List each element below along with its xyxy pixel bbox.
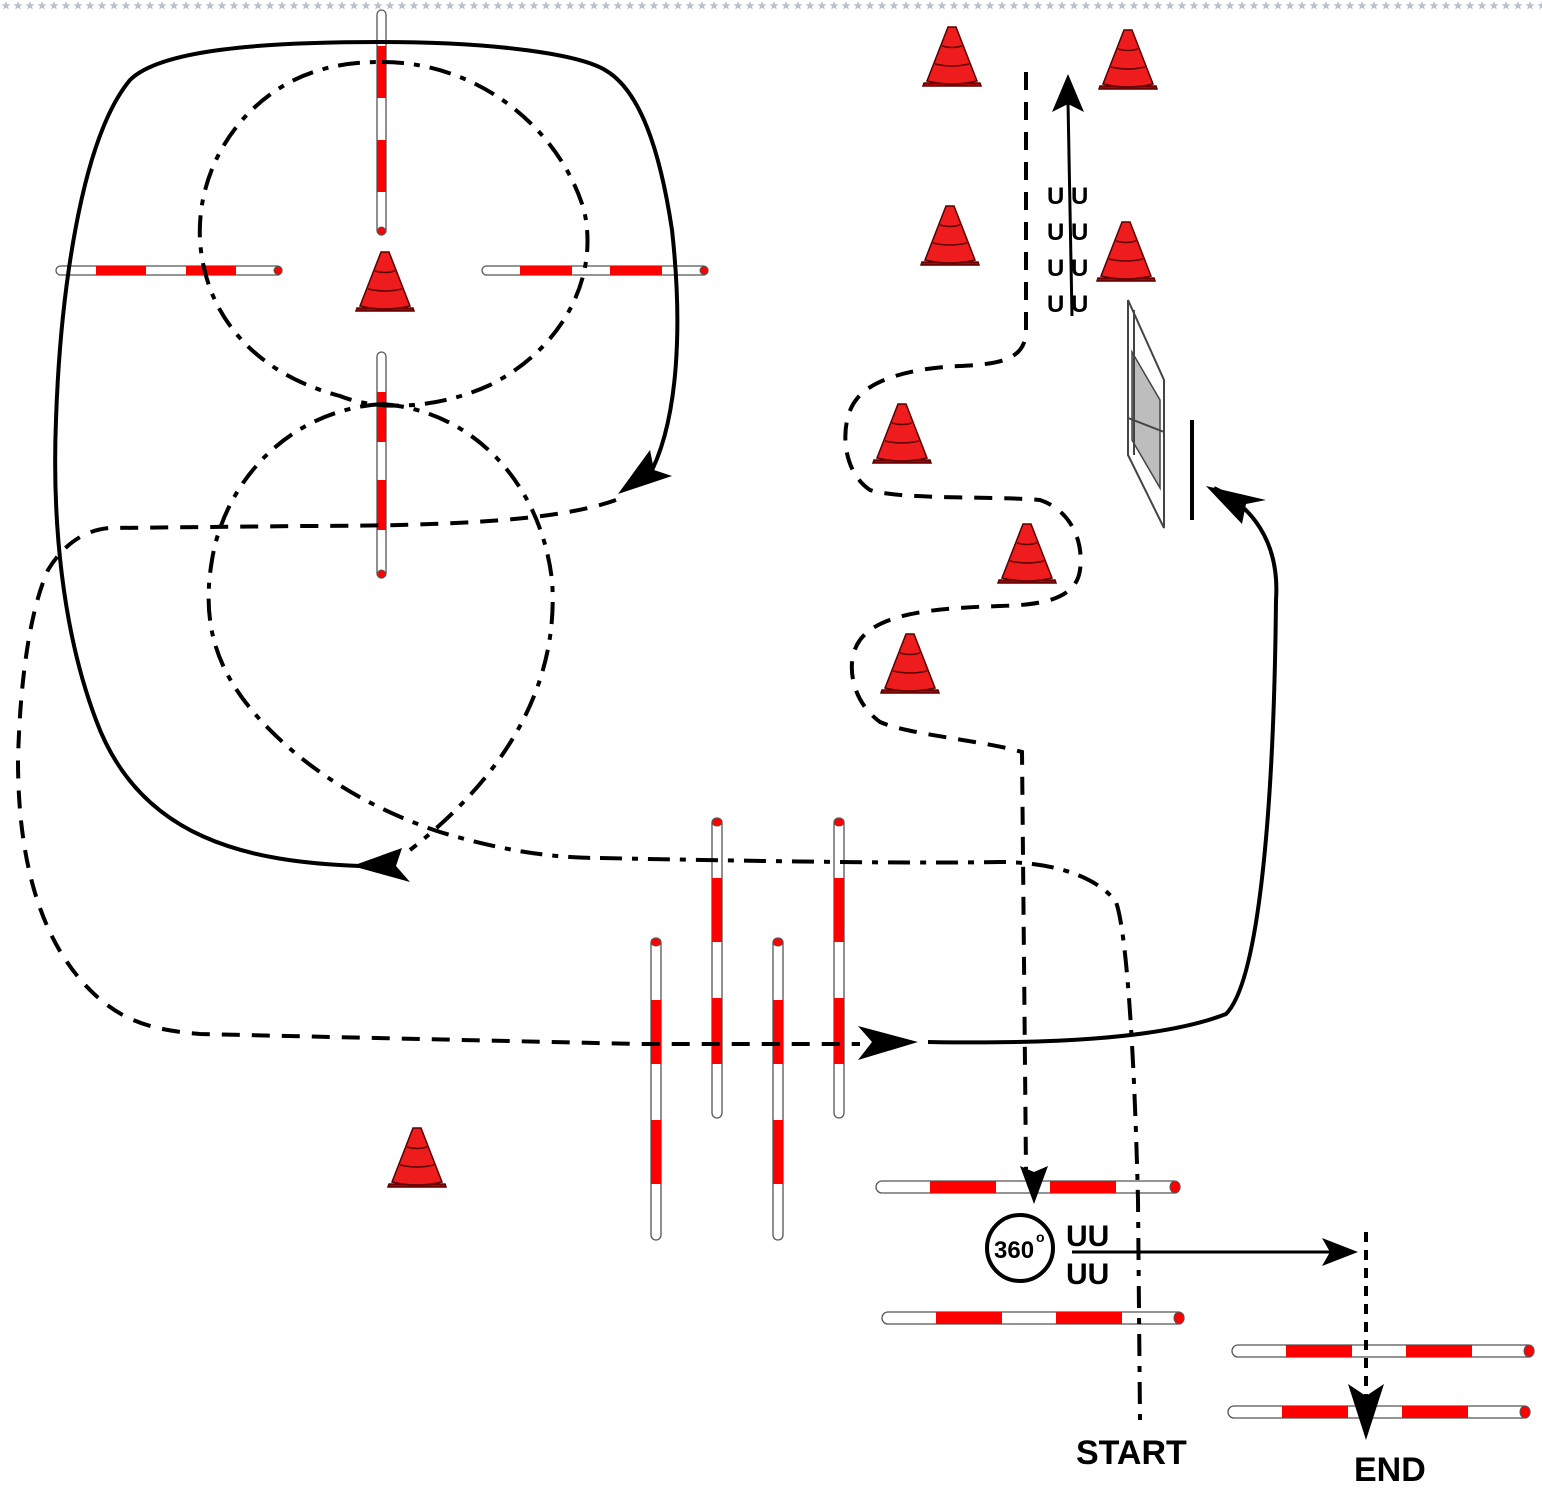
arrow-exit (1322, 1238, 1358, 1266)
pole-slalom-2 (711, 817, 723, 1119)
hoof-pair-bottom: UU (1066, 1258, 1109, 1291)
pole-circle-bottom (881, 1311, 1185, 1325)
hoof-row-3: U U (1047, 255, 1088, 282)
pole-left (55, 265, 283, 276)
cone-bottom-left (387, 1127, 447, 1188)
pole-right (481, 265, 709, 276)
hoof-pair-top: UU (1066, 1220, 1109, 1253)
arrow-outer-top (618, 450, 672, 494)
pole-group (55, 9, 1535, 1419)
cone-serpentine-2 (997, 523, 1057, 584)
rotation-label: 360 (994, 1237, 1034, 1264)
trot-arrow-line (1066, 101, 1074, 317)
crossing-path (15, 498, 860, 1046)
lower-circle-path (206, 402, 601, 860)
upper-circle-path (197, 59, 590, 408)
cone-top-right (1098, 29, 1158, 90)
hoof-row-1: U U (1047, 183, 1088, 210)
border-pattern (0, 0, 1542, 10)
cone-center (355, 251, 415, 312)
cone-mid-left (920, 205, 980, 266)
hoof-row-4: U U (1047, 291, 1088, 318)
start-path (599, 856, 1142, 1421)
degree-symbol: o (1036, 1229, 1045, 1245)
arrow-circle-entry (1020, 1166, 1048, 1204)
cone-serpentine-1 (872, 403, 932, 464)
arrow-slalom (858, 1026, 918, 1060)
arrow-end (1348, 1384, 1384, 1440)
pole-end-bottom (1227, 1405, 1531, 1419)
rotation-360-icon: 360 o (985, 1213, 1055, 1283)
cone-mid-right (1096, 221, 1156, 282)
serpentine-path (843, 72, 1083, 1171)
hoof-row-2: U U (1047, 219, 1088, 246)
cone-top-left (922, 26, 982, 87)
arrow-gate (1206, 486, 1266, 524)
cones (355, 26, 1158, 1188)
start-label: START (1076, 1434, 1187, 1472)
arrow-trot (1052, 74, 1084, 112)
pole-bottom (376, 351, 387, 579)
pole-top (376, 9, 387, 236)
pole-end-top (1231, 1344, 1535, 1358)
end-label: END (1354, 1451, 1426, 1488)
outer-loop-path (53, 39, 680, 868)
pole-slalom-1 (650, 937, 662, 1241)
pole-slalom-3 (772, 937, 784, 1241)
trot-markers: U U U U U U U U (1047, 183, 1088, 318)
gate-icon (1127, 299, 1194, 529)
arrow-outer-bottom (352, 848, 410, 882)
cone-serpentine-3 (880, 633, 940, 694)
gate-approach-path (927, 486, 1279, 1045)
